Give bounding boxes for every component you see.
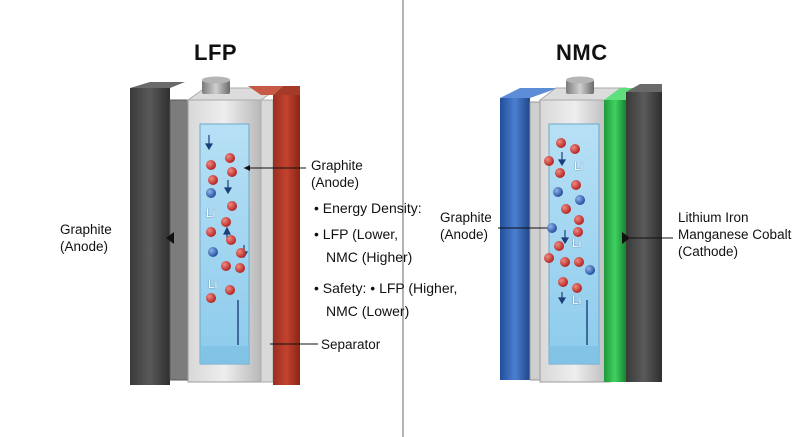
ion-red bbox=[227, 167, 237, 177]
energy-density-label: Energy Density: bbox=[322, 200, 422, 216]
safety-detail-2: NMC (Lower) bbox=[326, 303, 410, 319]
label-line: (Cathode) bbox=[678, 244, 739, 259]
ion-red bbox=[570, 144, 580, 154]
lfp-anode-marker bbox=[166, 232, 174, 244]
safety-label: Safety: bbox=[322, 280, 367, 296]
lfp-ions bbox=[206, 153, 246, 303]
ion-red bbox=[225, 285, 235, 295]
nmc-title: NMC bbox=[556, 40, 608, 65]
ion-red bbox=[572, 283, 582, 293]
nmc-cathode-marker bbox=[622, 232, 630, 244]
ion-red bbox=[208, 175, 218, 185]
nmc-terminal-cap bbox=[566, 80, 594, 94]
ion-blue bbox=[547, 223, 557, 233]
ion-red bbox=[555, 168, 565, 178]
ion-blue bbox=[575, 195, 585, 205]
ion-red bbox=[574, 257, 584, 267]
ion-red bbox=[556, 138, 566, 148]
bullet-dot: • bbox=[314, 200, 319, 216]
ion-red bbox=[554, 241, 564, 251]
nmc-outer-slab bbox=[626, 92, 662, 382]
energy-density-note: • Energy Density: bbox=[314, 200, 422, 217]
ion-red bbox=[544, 253, 554, 263]
nmc-cell bbox=[498, 76, 673, 383]
label-line: (Anode) bbox=[311, 175, 360, 190]
energy-detail-2: NMC (Higher) bbox=[326, 249, 413, 265]
ion-red bbox=[221, 217, 231, 227]
energy-detail-note: • LFP (Lower, bbox=[314, 226, 398, 243]
label-line: Graphite bbox=[311, 158, 363, 173]
nmc-li-label: Li bbox=[574, 159, 584, 173]
safety-detail-1: LFP (Higher, bbox=[379, 280, 458, 296]
safety-note: • Safety: • LFP (Higher, bbox=[314, 280, 457, 297]
ion-red bbox=[236, 248, 246, 258]
lfp-li-label: Li bbox=[208, 277, 218, 291]
ion-red bbox=[225, 153, 235, 163]
lfp-cathode-slab bbox=[273, 95, 300, 385]
lfp-graphite-slab bbox=[130, 88, 170, 385]
nmc-li-label: Li bbox=[572, 293, 582, 307]
ion-blue bbox=[208, 247, 218, 257]
lfp-electrolyte bbox=[199, 123, 250, 365]
ion-blue bbox=[585, 265, 595, 275]
lfp-cell bbox=[130, 76, 318, 385]
lfp-inner-anode-label: Graphite (Anode) bbox=[311, 157, 363, 191]
nmc-li-label: Li bbox=[572, 236, 582, 250]
label-line: (Anode) bbox=[60, 239, 109, 254]
lfp-outer-anode-label: Graphite (Anode) bbox=[60, 221, 112, 255]
ion-red bbox=[571, 180, 581, 190]
label-line: Graphite bbox=[60, 222, 112, 237]
lfp-separator-label: Separator bbox=[321, 337, 381, 352]
label-line: Manganese Cobalt bbox=[678, 227, 792, 242]
label-line: Graphite bbox=[440, 210, 492, 225]
lfp-title: LFP bbox=[194, 40, 238, 65]
nmc-anode-slab bbox=[500, 98, 530, 380]
label-line: Lithium Iron bbox=[678, 210, 749, 225]
nmc-ions bbox=[544, 138, 595, 293]
ion-blue bbox=[553, 187, 563, 197]
ion-red bbox=[574, 215, 584, 225]
ion-red bbox=[227, 201, 237, 211]
ion-red bbox=[560, 257, 570, 267]
nmc-cathode-label: Lithium Iron Manganese Cobalt (Cathode) bbox=[678, 209, 791, 260]
ion-red bbox=[235, 263, 245, 273]
ion-blue bbox=[206, 188, 216, 198]
lfp-terminal-cap bbox=[202, 80, 230, 94]
lfp-li-label: Li bbox=[206, 206, 216, 220]
ion-red bbox=[226, 235, 236, 245]
nmc-anode-label: Graphite (Anode) bbox=[440, 209, 492, 243]
bullet-dot: • bbox=[314, 226, 319, 242]
nmc-cathode-slab bbox=[604, 100, 626, 382]
label-line: (Anode) bbox=[440, 227, 489, 242]
ion-red bbox=[573, 227, 583, 237]
ion-red bbox=[221, 261, 231, 271]
energy-detail-1: LFP (Lower, bbox=[322, 226, 399, 242]
bullet-dot: • bbox=[314, 280, 319, 296]
ion-red bbox=[558, 277, 568, 287]
bullet-dot: • bbox=[370, 280, 376, 296]
ion-red bbox=[206, 227, 216, 237]
ion-red bbox=[206, 293, 216, 303]
ion-red bbox=[206, 160, 216, 170]
ion-red bbox=[544, 156, 554, 166]
ion-red bbox=[561, 204, 571, 214]
